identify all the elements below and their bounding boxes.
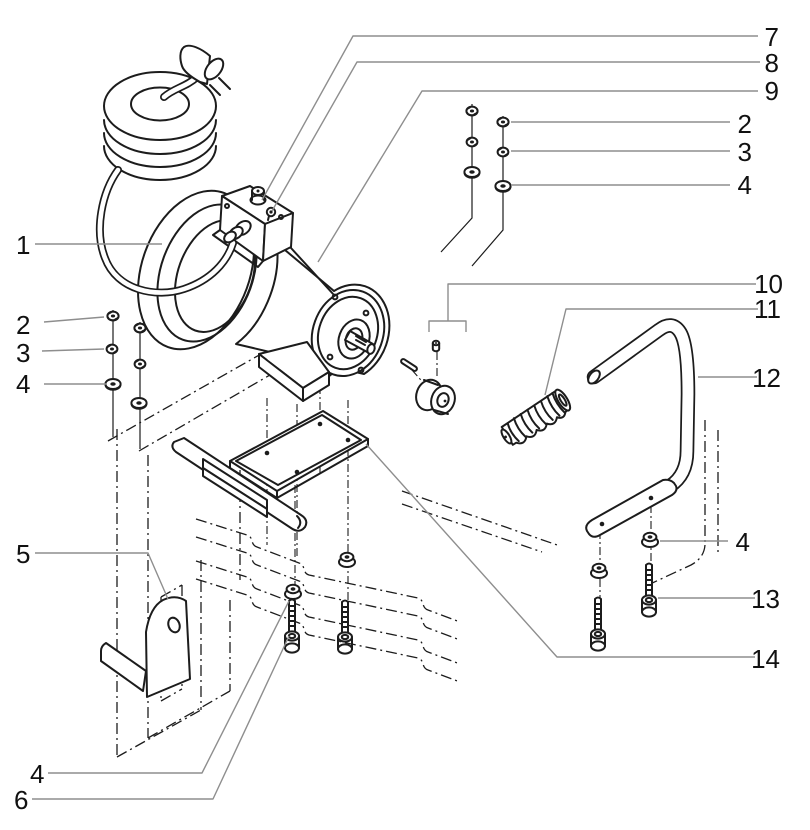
hex-nut <box>496 116 510 128</box>
callout-label-6: 6 <box>14 785 28 815</box>
power-cord <box>95 44 252 297</box>
hex-nut <box>465 105 479 117</box>
callout-label-3r: 3 <box>738 137 752 167</box>
handle-hole <box>648 495 654 501</box>
flat-washer <box>494 180 512 193</box>
power-switch-button <box>249 186 267 206</box>
callout-label-4m: 4 <box>736 527 750 557</box>
callout-label-11: 11 <box>754 294 781 324</box>
set-screw <box>431 339 441 353</box>
shaft-key <box>400 358 418 372</box>
leader-5 <box>35 552 169 600</box>
callout-label-2: 2 <box>16 310 30 340</box>
lock-washer <box>465 136 479 148</box>
motor-foot <box>258 341 330 402</box>
lock-washer <box>133 358 147 370</box>
leader-3 <box>41 348 105 352</box>
handle-tube <box>585 318 696 538</box>
screw <box>641 562 657 618</box>
flat-washer <box>104 378 122 391</box>
callout-label-9: 9 <box>765 76 779 106</box>
support-channel <box>202 458 268 518</box>
callout-label-12: 12 <box>752 363 781 393</box>
callout-label-4: 4 <box>16 369 30 399</box>
callout-label-5: 5 <box>16 539 30 569</box>
cord-strain-relief <box>223 219 252 244</box>
assembly-axis-lines <box>266 352 652 638</box>
handle-grip <box>500 388 572 446</box>
pulley <box>415 378 456 416</box>
callout-label-13: 13 <box>751 584 780 614</box>
callout-labels: 1 2 3 4 5 4 6 7 8 9 2 3 4 10 11 12 4 13 … <box>14 22 783 815</box>
callout-label-4b: 4 <box>30 759 44 789</box>
callout-label-10: 10 <box>754 269 783 299</box>
leader-11 <box>544 308 758 396</box>
motor-assembly <box>137 185 391 402</box>
handle-hole <box>599 521 605 527</box>
plug-prongs <box>209 77 231 96</box>
flat-washer <box>463 166 481 179</box>
leader-9 <box>317 90 758 263</box>
washer-spacers <box>284 531 659 600</box>
mounting-bracket <box>100 596 191 698</box>
leader-4b <box>48 600 290 774</box>
leader-6 <box>32 635 290 800</box>
leader-7 <box>261 35 758 201</box>
leader-10-bracket <box>428 283 756 332</box>
screw <box>337 599 353 655</box>
leader-8 <box>271 61 760 212</box>
washer <box>590 562 608 579</box>
flat-washer <box>130 397 148 410</box>
washer <box>641 531 659 548</box>
screw <box>284 598 300 654</box>
power-plug <box>179 44 231 96</box>
hex-nut <box>106 310 120 322</box>
lock-washer <box>496 146 510 158</box>
callout-label-1: 1 <box>16 230 30 260</box>
callout-label-2r: 2 <box>738 109 752 139</box>
callout-label-7: 7 <box>765 22 779 52</box>
callout-label-4r: 4 <box>738 170 752 200</box>
washer <box>284 583 302 600</box>
washer <box>338 551 356 568</box>
base-plate <box>229 410 369 499</box>
screw <box>590 596 606 652</box>
callout-label-3: 3 <box>16 338 30 368</box>
phantom-frame-outline <box>107 349 719 758</box>
callout-leader-lines <box>32 35 760 800</box>
callout-label-14: 14 <box>751 644 780 674</box>
leader-2 <box>43 316 105 323</box>
lock-washer <box>105 343 119 355</box>
callout-label-8: 8 <box>765 48 779 78</box>
leader-14 <box>365 443 755 658</box>
